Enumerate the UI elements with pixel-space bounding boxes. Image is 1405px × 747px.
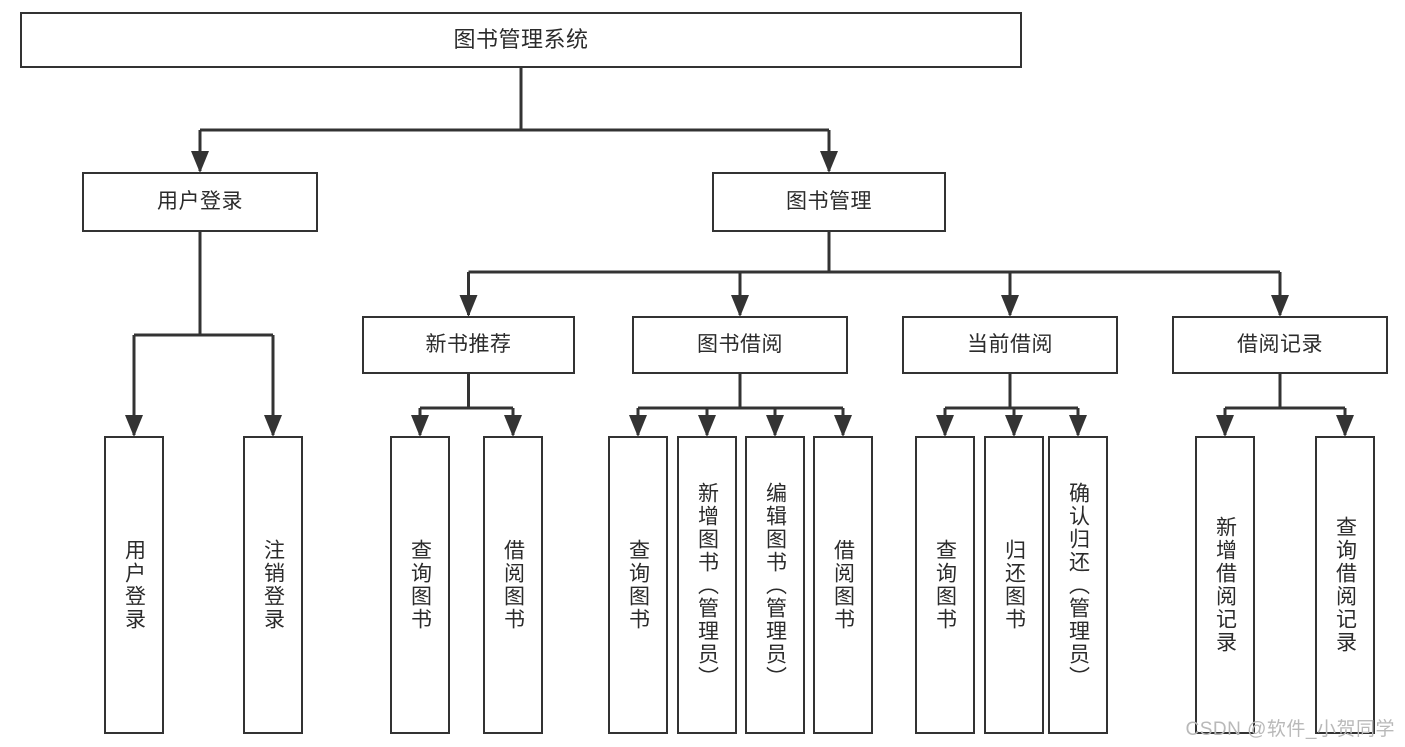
node-leaf-borrow-book-bw: 借阅图书 [813, 436, 873, 734]
node-label-leaf-confirm-return-admin: 确认归还（管理员） [1066, 481, 1090, 689]
node-label-leaf-query-book-rec: 查询图书 [408, 539, 432, 631]
node-label-leaf-query-book-bw: 查询图书 [626, 539, 650, 631]
node-leaf-borrow-book-rec: 借阅图书 [483, 436, 543, 734]
node-borrow-record: 借阅记录 [1172, 316, 1388, 374]
node-label-leaf-borrow-book-bw: 借阅图书 [831, 539, 855, 631]
node-root: 图书管理系统 [20, 12, 1022, 68]
node-leaf-add-borrow-record: 新增借阅记录 [1195, 436, 1255, 734]
node-label-leaf-borrow-book-rec: 借阅图书 [501, 539, 525, 631]
node-label-leaf-query-book-cb: 查询图书 [933, 539, 957, 631]
node-label-leaf-edit-book-admin: 编辑图书（管理员） [763, 481, 787, 689]
node-leaf-query-book-rec: 查询图书 [390, 436, 450, 734]
node-label-user-login: 用户登录 [157, 190, 243, 214]
node-leaf-query-book-cb: 查询图书 [915, 436, 975, 734]
node-label-book-manage: 图书管理 [786, 190, 872, 214]
node-label-borrow-record: 借阅记录 [1237, 333, 1323, 357]
node-label-leaf-return-book: 归还图书 [1002, 539, 1026, 631]
node-label-leaf-query-borrow-record: 查询借阅记录 [1333, 516, 1357, 654]
node-label-current-borrow: 当前借阅 [967, 333, 1053, 357]
node-current-borrow: 当前借阅 [902, 316, 1118, 374]
node-label-leaf-add-book-admin: 新增图书（管理员） [695, 481, 719, 689]
node-leaf-confirm-return-admin: 确认归还（管理员） [1048, 436, 1108, 734]
node-label-root: 图书管理系统 [453, 26, 589, 52]
node-user-login: 用户登录 [82, 172, 318, 232]
node-label-leaf-user-login: 用户登录 [122, 539, 146, 631]
node-leaf-add-book-admin: 新增图书（管理员） [677, 436, 737, 734]
node-label-book-borrow: 图书借阅 [697, 333, 783, 357]
node-label-leaf-add-borrow-record: 新增借阅记录 [1213, 516, 1237, 654]
node-leaf-edit-book-admin: 编辑图书（管理员） [745, 436, 805, 734]
node-label-new-book-rec: 新书推荐 [425, 333, 512, 357]
node-book-borrow: 图书借阅 [632, 316, 848, 374]
node-leaf-query-borrow-record: 查询借阅记录 [1315, 436, 1375, 734]
node-label-leaf-logout: 注销登录 [261, 539, 285, 631]
node-book-manage: 图书管理 [712, 172, 946, 232]
node-leaf-query-book-bw: 查询图书 [608, 436, 668, 734]
node-leaf-logout: 注销登录 [243, 436, 303, 734]
watermark-text: CSDN @软件_小贺同学 [1185, 719, 1395, 740]
node-new-book-rec: 新书推荐 [362, 316, 575, 374]
node-leaf-user-login: 用户登录 [104, 436, 164, 734]
node-leaf-return-book: 归还图书 [984, 436, 1044, 734]
